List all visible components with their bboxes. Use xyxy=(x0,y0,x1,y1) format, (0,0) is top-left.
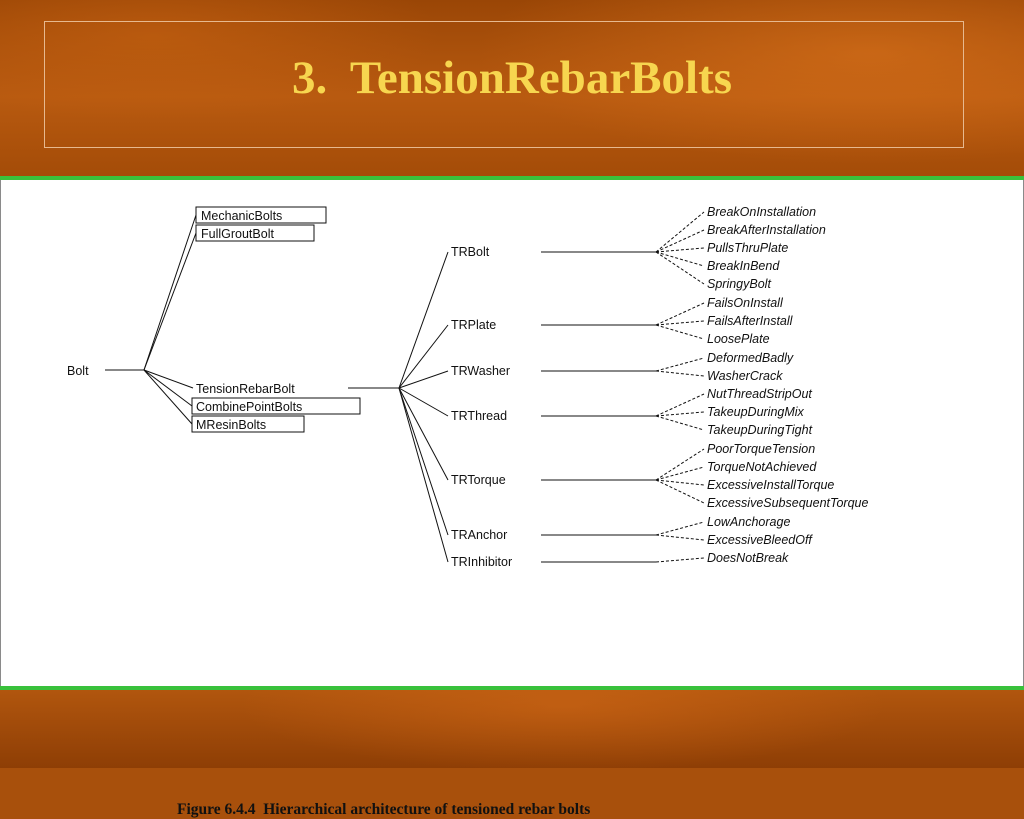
leaf-nut-thread-strip-out: NutThreadStripOut xyxy=(707,387,812,401)
node-tension-rebar-bolt: TensionRebarBolt xyxy=(196,382,295,396)
box-full-grout-bolt xyxy=(195,224,315,242)
box-combine-point-bolts xyxy=(191,397,361,415)
leaf-deformed-badly: DeformedBadly xyxy=(707,351,794,365)
leaf-connector-pulls-thru-plate xyxy=(655,247,705,253)
top-divider xyxy=(0,176,1024,180)
group-trtorque: TRTorque xyxy=(451,473,506,487)
node-mresin-bolts: MResinBolts xyxy=(196,418,266,432)
branch-trbolt xyxy=(398,251,449,389)
node-combine-point-bolts: CombinePointBolts xyxy=(196,400,302,414)
leaf-pulls-thru-plate: PullsThruPlate xyxy=(707,241,788,255)
leaf-excessive-subsequent-torque: ExcessiveSubsequentTorque xyxy=(707,496,868,510)
branch-mresin-bolts xyxy=(143,369,193,425)
figure-caption: Figure 6.4.4 Hierarchical architecture o… xyxy=(177,801,591,818)
branch-tension-rebar-bolt xyxy=(143,369,194,389)
leaf-loose-plate: LoosePlate xyxy=(707,332,770,346)
bottom-divider xyxy=(0,686,1024,690)
branch-trwasher xyxy=(398,370,449,389)
leaf-connector-poor-torque-tension xyxy=(655,448,705,481)
leaf-connector-springy-bolt xyxy=(655,251,705,285)
leaf-low-anchorage: LowAnchorage xyxy=(707,515,790,529)
group-trinhibitor: TRInhibitor xyxy=(451,555,512,569)
leaf-connector-break-in-bend xyxy=(655,251,705,267)
title-frame xyxy=(44,21,964,148)
group-trthread: TRThread xyxy=(451,409,507,423)
group-tranchor: TRAnchor xyxy=(451,528,507,542)
leaf-connector-takeup-during-mix xyxy=(655,411,705,417)
box-mresin-bolts xyxy=(191,415,305,433)
leaf-poor-torque-tension: PoorTorqueTension xyxy=(707,442,815,456)
root-node-label: Bolt xyxy=(67,364,89,378)
group-trwasher: TRWasher xyxy=(451,364,510,378)
leaf-connector-break-after-installation xyxy=(655,229,705,253)
leaf-connector-fails-after-install xyxy=(655,320,705,326)
node-mechanic-bolts: MechanicBolts xyxy=(201,209,282,223)
branch-full-grout-bolt xyxy=(143,232,197,371)
leaf-springy-bolt: SpringyBolt xyxy=(707,277,771,291)
leaf-break-on-installation: BreakOnInstallation xyxy=(707,205,816,219)
branch-tranchor xyxy=(398,387,449,536)
branch-trplate xyxy=(398,324,449,389)
group-trplate: TRPlate xyxy=(451,318,496,332)
leaf-excessive-install-torque: ExcessiveInstallTorque xyxy=(707,478,834,492)
branch-trinhibitor xyxy=(398,387,449,563)
leaf-connector-torque-not-achieved xyxy=(655,466,705,481)
leaf-connector-washer-crack xyxy=(655,370,705,377)
node-full-grout-bolt: FullGroutBolt xyxy=(201,227,274,241)
leaf-fails-on-install: FailsOnInstall xyxy=(707,296,784,310)
leaf-connector-takeup-during-tight xyxy=(655,415,705,431)
leaf-connector-low-anchorage xyxy=(655,521,705,536)
group-trbolt: TRBolt xyxy=(451,245,490,259)
leaf-connector-deformed-badly xyxy=(655,357,705,372)
slide-title: 3. TensionRebarBolts xyxy=(0,48,1024,108)
leaf-fails-after-install: FailsAfterInstall xyxy=(707,314,794,328)
leaf-break-in-bend: BreakInBend xyxy=(707,259,780,273)
branch-trtorque xyxy=(398,387,449,481)
leaf-torque-not-achieved: TorqueNotAchieved xyxy=(707,460,817,474)
slide-number: 3. xyxy=(291,52,328,104)
leaf-excessive-bleed-off: ExcessiveBleedOff xyxy=(707,533,813,547)
leaf-connector-nut-thread-strip-out xyxy=(655,393,705,417)
box-mechanic-bolts xyxy=(195,206,327,224)
hierarchy-diagram: Bolt MechanicBoltsFullGroutBoltTensionReb… xyxy=(67,205,868,569)
leaf-break-after-installation: BreakAfterInstallation xyxy=(707,223,826,237)
leaf-connector-excessive-subsequent-torque xyxy=(655,479,705,504)
branch-combine-point-bolts xyxy=(143,369,193,407)
leaf-takeup-during-tight: TakeupDuringTight xyxy=(707,423,813,437)
branch-trthread xyxy=(398,387,449,417)
title-band xyxy=(0,0,1024,176)
leaf-washer-crack: WasherCrack xyxy=(707,369,783,383)
leaf-connector-excessive-install-torque xyxy=(655,479,705,486)
leaf-connector-fails-on-install xyxy=(655,302,705,326)
leaf-connector-loose-plate xyxy=(655,324,705,340)
leaf-does-not-break: DoesNotBreak xyxy=(707,551,789,565)
leaf-connector-excessive-bleed-off xyxy=(655,534,705,541)
branch-mechanic-bolts xyxy=(143,214,197,371)
slide-title-text: TensionRebarBolts xyxy=(349,52,733,104)
leaf-connector-break-on-installation xyxy=(655,211,705,253)
footer-band xyxy=(0,690,1024,768)
leaf-takeup-during-mix: TakeupDuringMix xyxy=(707,405,805,419)
leaf-connector-does-not-break xyxy=(655,557,705,563)
